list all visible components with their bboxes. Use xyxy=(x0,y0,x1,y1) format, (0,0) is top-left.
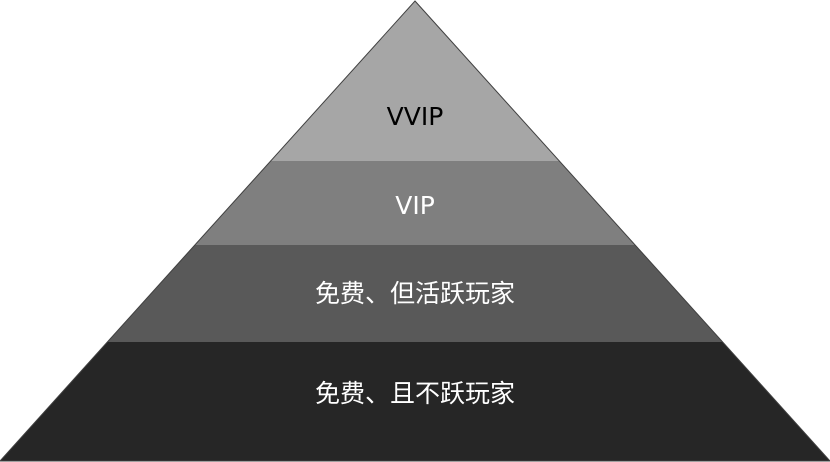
pyramid-layer-label: VIP xyxy=(395,191,435,220)
pyramid-layer-1 xyxy=(270,1,560,161)
pyramid-layer-label: 免费、且不跃玩家 xyxy=(315,379,515,408)
pyramid-layer-label: VVIP xyxy=(387,102,444,131)
pyramid-layer-label: 免费、但活跃玩家 xyxy=(315,279,515,308)
pyramid-layer-4 xyxy=(0,342,830,461)
pyramid-layer-2 xyxy=(194,161,636,245)
pyramid-layer-3 xyxy=(107,245,723,342)
